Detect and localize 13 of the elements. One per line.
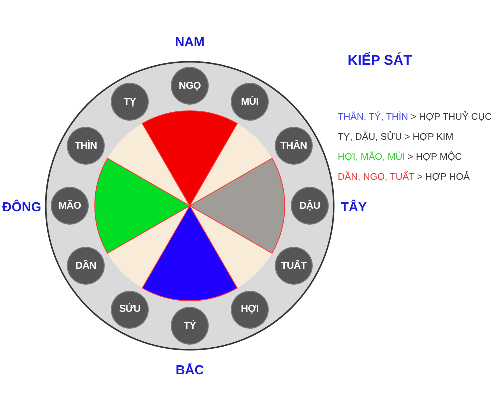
legend-text: > HỢP THUỶ CỤC: [411, 112, 492, 123]
legend-key-text: TỴ, DẬU, SỬU: [338, 132, 404, 143]
legend-key-text: HỢI, MÃO, MÙI: [338, 152, 406, 163]
legend-text: > HỢP KIM: [404, 132, 454, 143]
legend-text: > HỢP HOẢ: [417, 172, 470, 183]
legend-key-text: THÂN, TÝ, THÌN: [338, 112, 410, 123]
title: KIẾP SÁT: [348, 52, 412, 68]
legend-text: > HỢP MỘC: [408, 152, 462, 163]
direction-label: NAM: [175, 34, 205, 50]
legend-key-text: DẦN, NGỌ, TUẤT: [338, 172, 416, 183]
direction-label: BẮC: [176, 362, 204, 378]
direction-label: TÂY: [341, 200, 367, 214]
direction-label: ĐÔNG: [2, 200, 42, 214]
